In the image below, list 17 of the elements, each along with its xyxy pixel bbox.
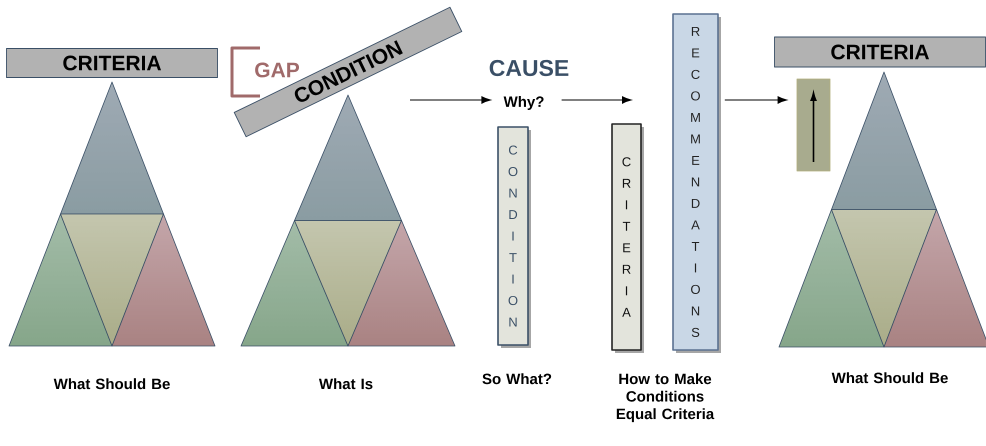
triangle-drawing	[778, 72, 986, 348]
arrow	[724, 96, 787, 104]
criteria-bar: CRITERIA	[774, 36, 986, 68]
question-text: Why?	[504, 96, 544, 110]
caption-text: How to Make Conditions Equal Criteria	[616, 373, 714, 422]
caption-text: What Is	[318, 378, 372, 390]
triangle-drawing	[8, 82, 216, 346]
caption-text: So What?	[482, 373, 552, 384]
arrow	[410, 96, 491, 104]
criteria-bar: CRITERIA	[6, 48, 218, 78]
cause-label: CAUSE	[490, 60, 568, 76]
arrow	[561, 96, 632, 104]
letter-column: RECOMMENDATIONS	[672, 13, 721, 353]
letter-column: CONDITION	[497, 126, 531, 348]
caption-text: What Should Be	[54, 378, 170, 390]
letter-column: CRITERIA	[611, 123, 644, 353]
caption-text: What Should Be	[832, 372, 948, 384]
